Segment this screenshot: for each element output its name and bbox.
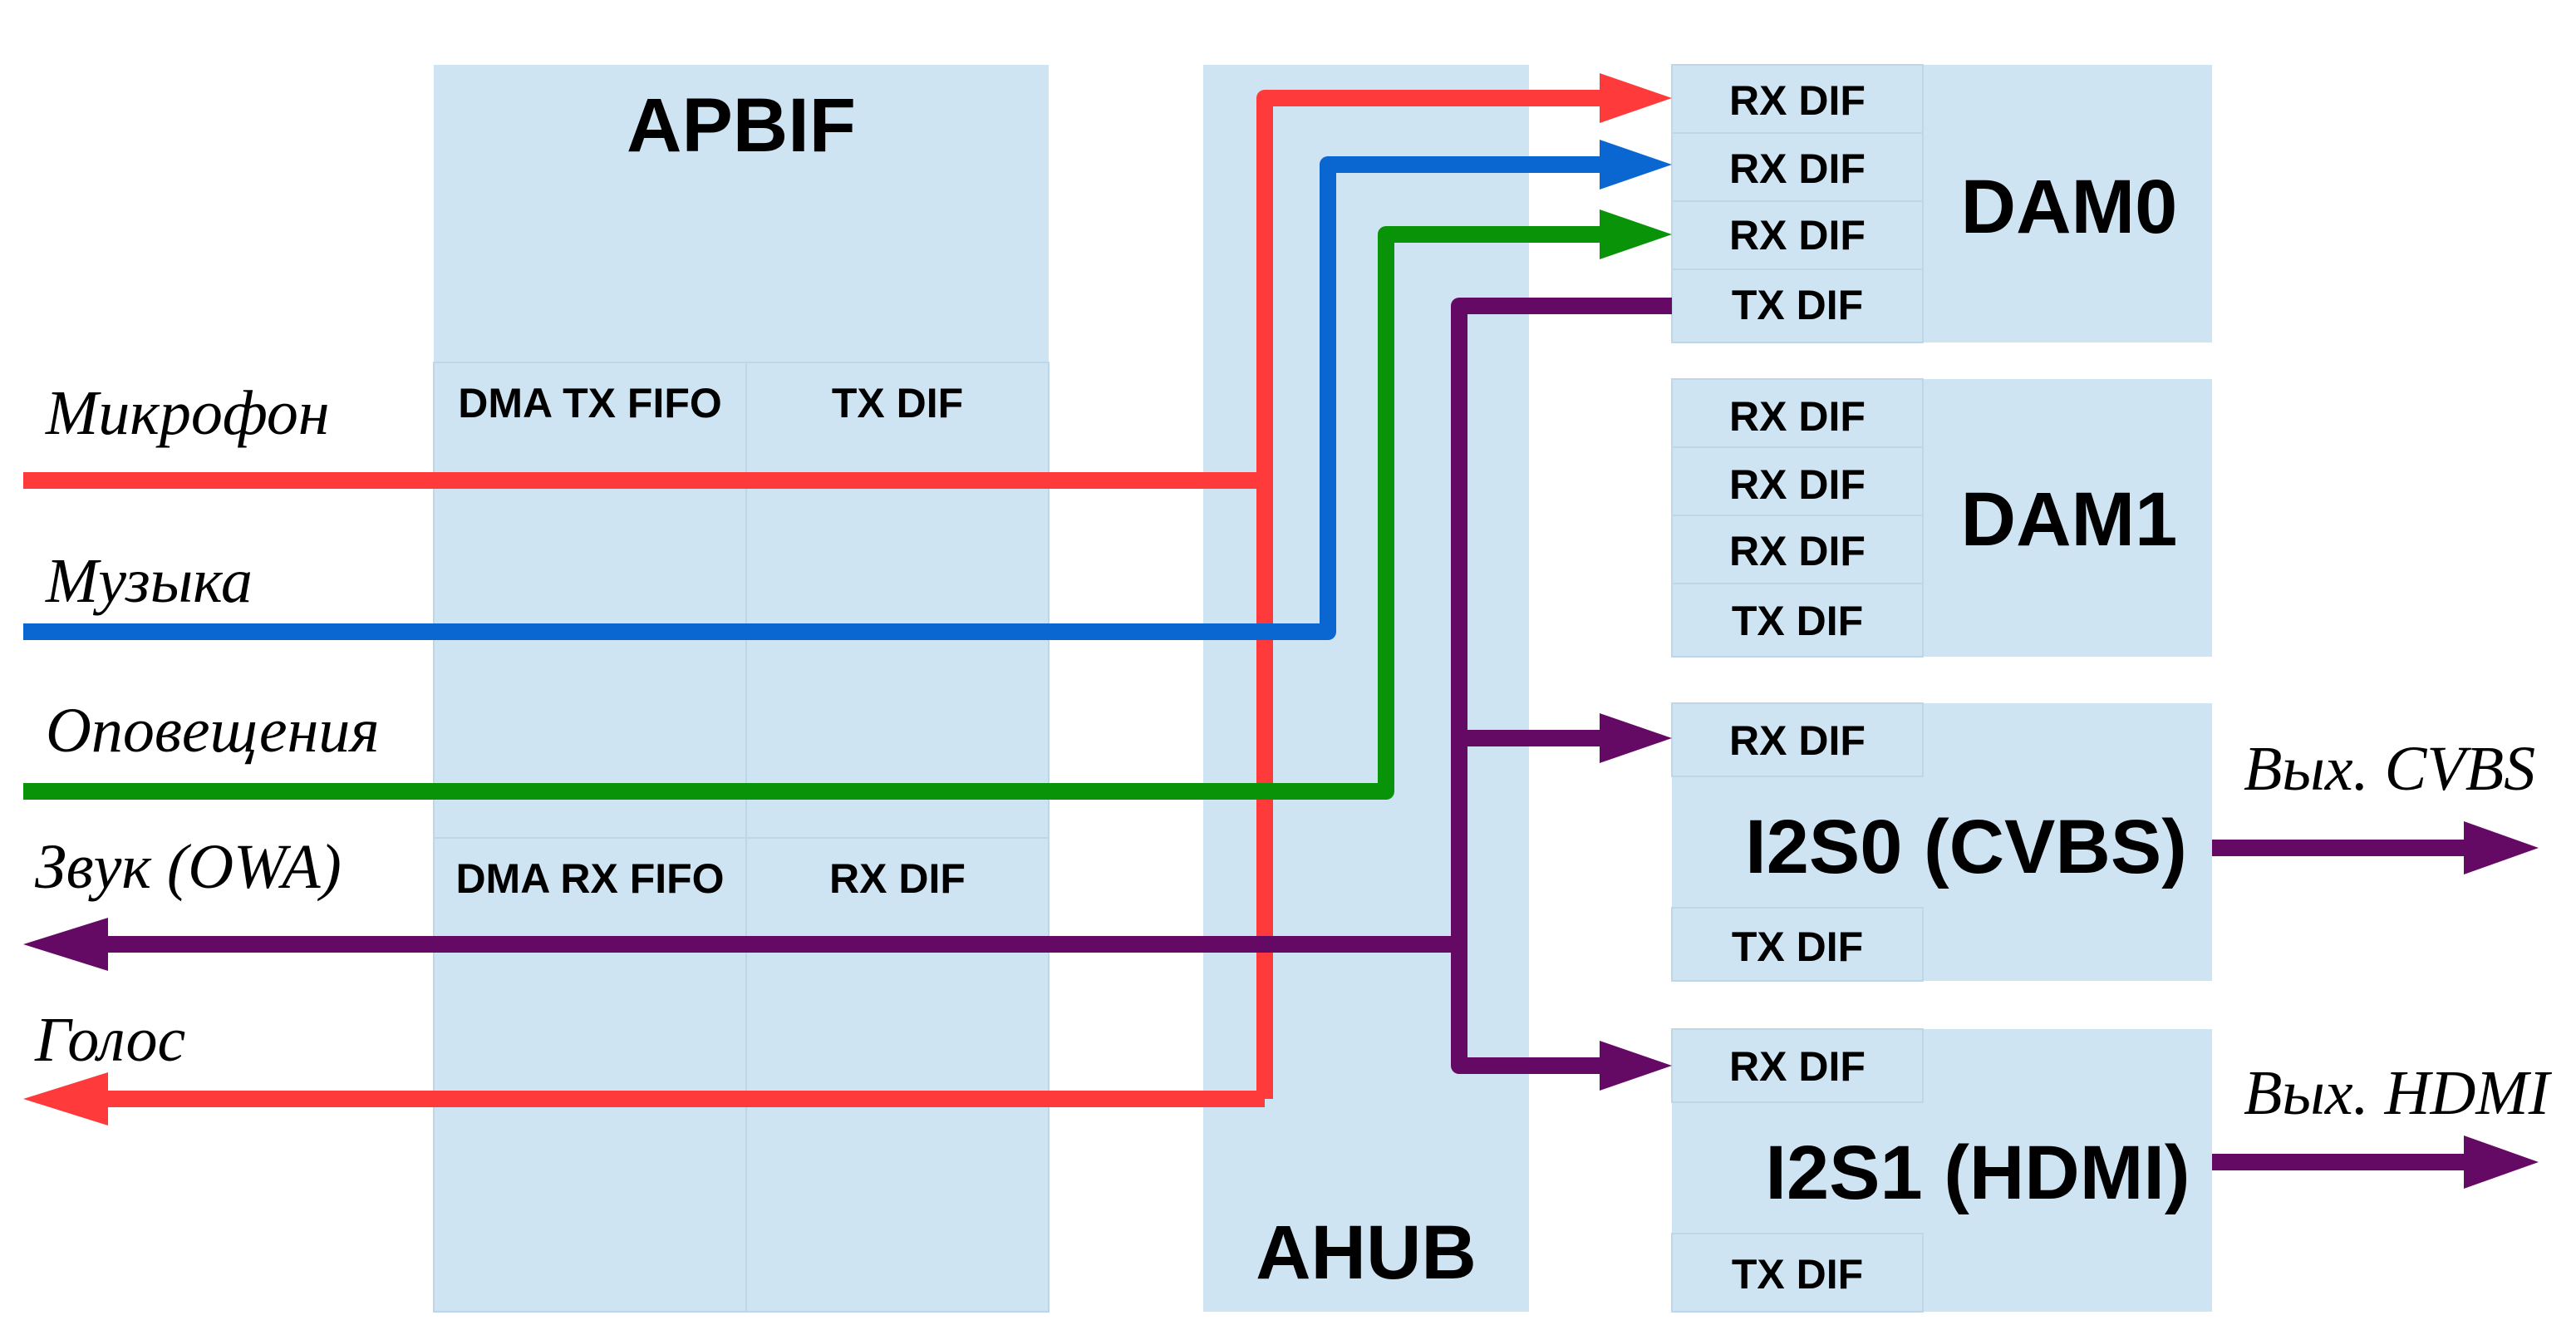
i2s1-rx-label: RX DIF bbox=[1729, 1043, 1866, 1090]
i2s0-rx-port bbox=[1671, 702, 1924, 777]
apbif-block: APBIF DMA TX FIFO TX DIF DMA RX FIFO RX … bbox=[433, 65, 1050, 1313]
dam0-port-3 bbox=[1671, 200, 1924, 270]
route-music bbox=[23, 156, 1616, 640]
dam0-port-1-label: RX DIF bbox=[1729, 77, 1866, 124]
dam1-port-2-label: RX DIF bbox=[1729, 461, 1866, 508]
dam1-port-1-label: RX DIF bbox=[1729, 393, 1866, 440]
dam1-port-3-label: RX DIF bbox=[1729, 528, 1866, 574]
dam0-port-2-label: RX DIF bbox=[1729, 145, 1866, 192]
label-music: Музыка bbox=[45, 546, 253, 616]
ahub-title: AHUB bbox=[1256, 1210, 1477, 1295]
i2s0-block: RX DIF TX DIF I2S0 (CVBS) bbox=[1671, 702, 2212, 982]
i2s0-tx-label: TX DIF bbox=[1732, 924, 1863, 970]
apbif-tx-dif-cell bbox=[745, 362, 1050, 839]
dam1-port-4-label: TX DIF bbox=[1732, 598, 1863, 644]
apbif-dma-rx-fifo-cell bbox=[433, 837, 747, 1313]
arrowhead-owa-out bbox=[23, 918, 108, 971]
arrowhead-hdmi-out bbox=[2464, 1135, 2539, 1189]
dam0-port-4 bbox=[1671, 268, 1924, 343]
ahub-block: AHUB bbox=[1203, 65, 1529, 1312]
signal-routes bbox=[23, 73, 2539, 1189]
dam1-block: RX DIF RX DIF RX DIF TX DIF DAM1 bbox=[1671, 378, 2212, 658]
label-output-hdmi: Вых. HDMI bbox=[2244, 1058, 2553, 1128]
label-sound-owa: Звук (OWA) bbox=[35, 832, 342, 902]
dam1-port-3 bbox=[1671, 515, 1924, 584]
arrowhead-alerts-dam0 bbox=[1600, 209, 1672, 259]
label-output-cvbs: Вых. CVBS bbox=[2244, 734, 2535, 804]
ahub-background bbox=[1203, 65, 1529, 1312]
i2s0-title: I2S0 (CVBS) bbox=[1745, 805, 2187, 889]
dam1-port-4 bbox=[1671, 583, 1924, 658]
label-mic: Микрофон bbox=[45, 378, 330, 448]
arrowhead-music-dam0 bbox=[1600, 140, 1672, 190]
arrowhead-voice-out bbox=[23, 1072, 108, 1126]
i2s1-tx-port bbox=[1671, 1233, 1924, 1313]
apbif-rx-dif-cell bbox=[745, 837, 1050, 1313]
dam0-title: DAM0 bbox=[1961, 165, 2178, 249]
route-mic-voice bbox=[23, 90, 1616, 1107]
arrowhead-dam0-i2s0 bbox=[1600, 713, 1672, 763]
dam1-title: DAM1 bbox=[1961, 477, 2178, 562]
arrowhead-mic-dam0 bbox=[1600, 73, 1672, 123]
i2s1-tx-label: TX DIF bbox=[1732, 1251, 1863, 1298]
label-alerts: Оповещения bbox=[46, 696, 380, 766]
apbif-rx-dif-label: RX DIF bbox=[829, 855, 966, 902]
apbif-dma-tx-fifo-label: DMA TX FIFO bbox=[458, 380, 722, 426]
apbif-title: APBIF bbox=[627, 83, 856, 168]
route-dam0-mix bbox=[91, 298, 1672, 1074]
i2s1-rx-port bbox=[1671, 1028, 1924, 1103]
dam0-port-3-label: RX DIF bbox=[1729, 212, 1866, 259]
apbif-tx-dif-label: TX DIF bbox=[832, 380, 963, 426]
dam0-port-2 bbox=[1671, 132, 1924, 202]
dam0-block: RX DIF RX DIF RX DIF TX DIF DAM0 bbox=[1671, 64, 2212, 343]
route-alerts bbox=[23, 226, 1616, 800]
i2s1-block: RX DIF TX DIF I2S1 (HDMI) bbox=[1671, 1028, 2212, 1313]
apbif-dma-rx-fifo-label: DMA RX FIFO bbox=[455, 855, 724, 902]
apbif-dma-tx-fifo-cell bbox=[433, 362, 747, 839]
i2s0-rx-label: RX DIF bbox=[1729, 717, 1866, 764]
dam0-port-4-label: TX DIF bbox=[1732, 282, 1863, 328]
i2s1-title: I2S1 (HDMI) bbox=[1765, 1130, 2190, 1215]
arrowhead-dam0-i2s1 bbox=[1600, 1041, 1672, 1091]
dam1-port-2 bbox=[1671, 446, 1924, 516]
label-voice: Голос bbox=[34, 1005, 185, 1075]
arrowhead-cvbs-out bbox=[2464, 821, 2539, 874]
i2s0-tx-port bbox=[1671, 907, 1924, 982]
